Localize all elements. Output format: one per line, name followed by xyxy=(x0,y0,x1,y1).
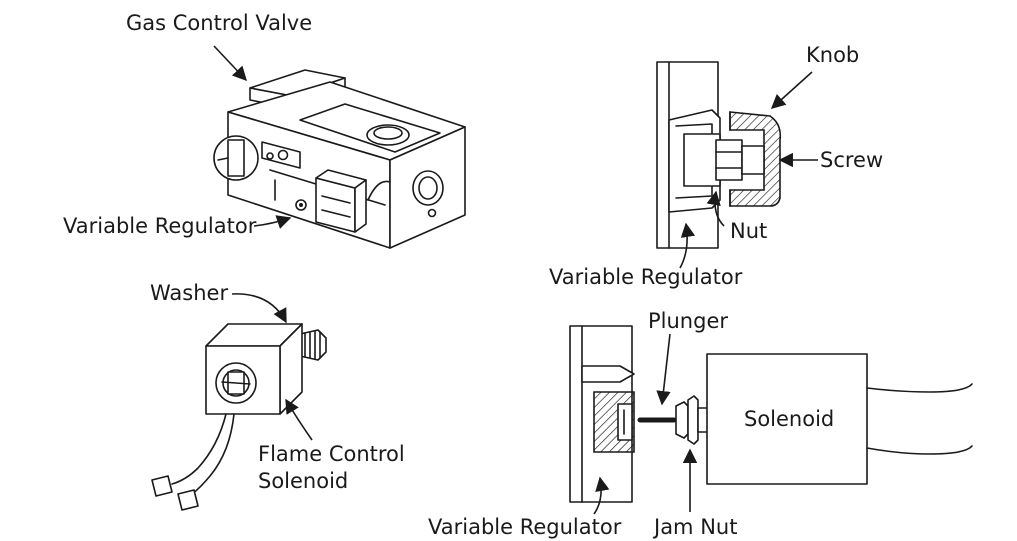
plunger-label: Plunger xyxy=(648,309,729,333)
variable-regulator-top-left-arrow xyxy=(253,215,292,229)
gas-control-valve-arrow xyxy=(213,45,247,82)
variable-regulator-label-top-right: Variable Regulator xyxy=(549,265,743,289)
nut-arrow xyxy=(706,190,725,227)
flame-control-label-line1: Flame Control xyxy=(258,442,405,466)
variable-regulator-bottom-right-arrow xyxy=(593,476,610,515)
plunger-arrow xyxy=(656,333,671,406)
gas-control-valve-illustration xyxy=(213,69,466,249)
nut-label: Nut xyxy=(730,219,768,243)
variable-regulator-top-right-arrow xyxy=(679,222,696,269)
flame-control-solenoid-arrow xyxy=(285,398,313,441)
solenoid-label: Solenoid xyxy=(744,407,835,431)
solenoid-plunger-illustration xyxy=(569,325,973,503)
knob-label: Knob xyxy=(806,43,860,67)
flame-control-solenoid-illustration xyxy=(151,323,327,511)
screw-label: Screw xyxy=(820,148,884,172)
variable-regulator-label-bottom-right: Variable Regulator xyxy=(428,515,622,539)
flame-control-label-line2: Solenoid xyxy=(258,469,349,493)
gas-control-valve-label: Gas Control Valve xyxy=(126,11,313,35)
knob-arrow xyxy=(770,71,813,109)
regulator-knob-illustration xyxy=(656,61,782,249)
jam-nut-label: Jam Nut xyxy=(654,515,738,539)
washer-arrow xyxy=(231,293,287,324)
variable-regulator-label-top-left: Variable Regulator xyxy=(63,214,257,238)
washer-label: Washer xyxy=(150,281,229,305)
